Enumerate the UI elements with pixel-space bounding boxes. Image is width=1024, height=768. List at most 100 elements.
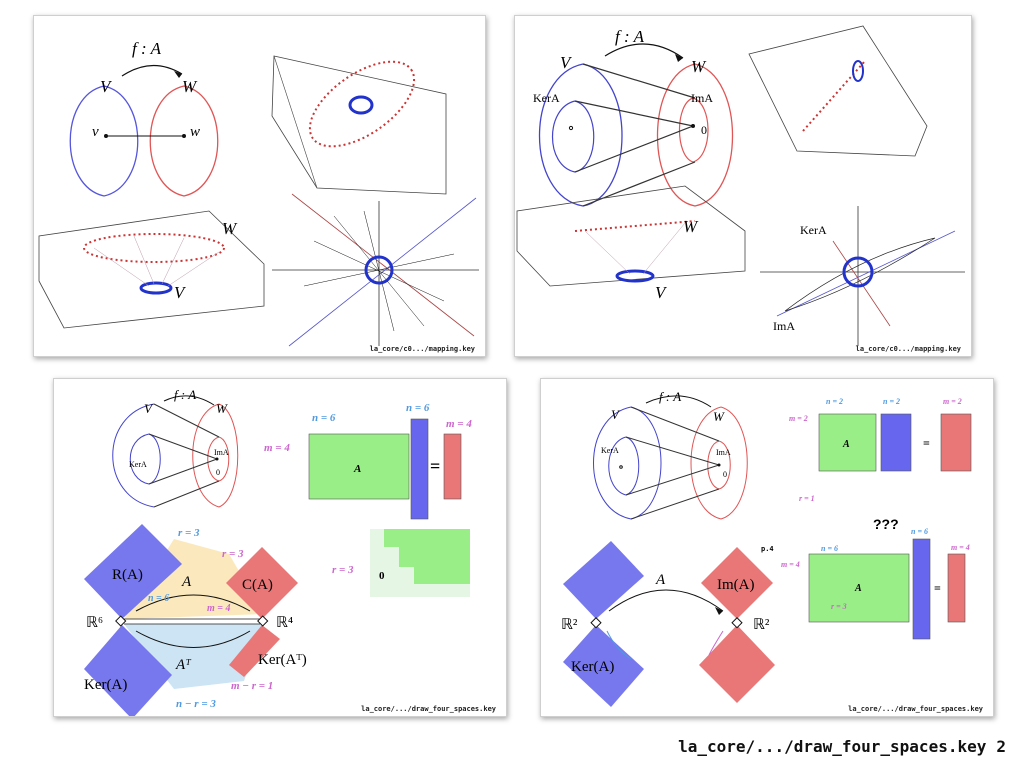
matrix-A-small-label: A xyxy=(842,439,850,450)
domain-ellipse xyxy=(538,63,623,207)
label-V-3d: V xyxy=(655,283,668,302)
matrix-A xyxy=(308,433,410,500)
null-space: Ker(A) xyxy=(84,677,127,693)
map-label: f : A xyxy=(615,27,645,46)
n-minus-r: n − r = 3 xyxy=(176,698,216,710)
zero-point xyxy=(691,124,695,128)
ker-box xyxy=(563,625,644,707)
slide-mapping-2[interactable]: f : A V W KerA ImA 0 W V KerA ImA xyxy=(514,15,972,357)
label-ker: KerA xyxy=(533,91,560,105)
plot-3d-top xyxy=(271,55,447,195)
label-ker-2d: KerA xyxy=(800,223,827,237)
domain-ellipse-right xyxy=(103,85,139,197)
r-echelon: r = 3 xyxy=(332,564,354,576)
label-w: w xyxy=(190,124,200,140)
m-inner: m = 4 xyxy=(207,603,230,614)
r-big: r = 3 xyxy=(831,602,847,611)
label-V: V xyxy=(144,401,154,416)
label-zero: 0 xyxy=(216,468,220,477)
label-W-3d: W xyxy=(222,219,238,238)
ker-space: Ker(A) xyxy=(571,659,614,675)
left-null-space: Ker(Aᵀ) xyxy=(258,652,307,668)
slide-four-spaces-2-diagram: f : A V W KerA ImA 0 A = n = 2 n = 2 m =… xyxy=(561,389,972,707)
kernel-ellipse xyxy=(552,100,595,173)
image-ellipse xyxy=(678,97,709,163)
n-inner: n = 6 xyxy=(148,593,169,604)
plot-3d-bottom xyxy=(516,185,746,287)
label-zero: 0 xyxy=(701,123,707,137)
n-big: n = 6 xyxy=(821,544,838,553)
R2-left: ℝ² xyxy=(561,617,578,633)
m-big-right: m = 4 xyxy=(951,543,970,552)
footer: la_core/.../draw_four_spaces.key 2 xyxy=(668,737,1006,756)
label-W: W xyxy=(182,77,198,96)
label-im-2d: ImA xyxy=(773,319,795,333)
point-v xyxy=(104,134,108,138)
echelon-form xyxy=(370,529,470,597)
blue-region xyxy=(124,624,264,689)
R2-left-upper-box xyxy=(563,541,644,619)
map-label: f : A xyxy=(132,39,162,58)
footer-page-number: 2 xyxy=(996,737,1006,756)
left-null-box xyxy=(229,625,280,677)
codomain-ellipse xyxy=(657,63,733,207)
vector-x xyxy=(410,418,429,520)
label-V-3d: V xyxy=(174,283,187,302)
R2-right: ℝ² xyxy=(753,617,770,633)
r-small: r = 1 xyxy=(799,494,815,503)
footer-path: la_core/.../draw_four_spaces.key xyxy=(678,737,987,756)
arrow-A-label: A xyxy=(655,572,666,588)
n-mid: n = 6 xyxy=(911,527,928,536)
label-V: V xyxy=(100,77,113,96)
vector-x-big xyxy=(912,538,931,640)
label-ker: KerA xyxy=(601,446,619,455)
label-W-3d: W xyxy=(683,217,699,236)
plot-2d xyxy=(760,206,965,346)
question: ??? xyxy=(873,516,899,532)
null-space-box xyxy=(84,625,172,716)
slide-four-spaces-1[interactable]: f : A V W KerA ImA 0 A = n = 6 n = 6 m =… xyxy=(53,378,507,717)
label-im: ImA xyxy=(716,448,731,457)
label-W: W xyxy=(691,57,707,76)
m-left: m = 2 xyxy=(789,414,808,423)
arrow-AT-label: Aᵀ xyxy=(175,657,192,673)
map-label: f : A xyxy=(659,389,681,404)
map-label: f : A xyxy=(174,387,196,402)
domain-ellipse xyxy=(69,85,105,197)
slide-caption: la_core/.../draw_four_spaces.key xyxy=(361,705,496,713)
label-zero: 0 xyxy=(723,470,727,479)
plot-3d-top xyxy=(748,25,928,157)
page-ref: p.4 xyxy=(761,545,774,553)
arrow-A-label: A xyxy=(181,574,192,590)
label-im: ImA xyxy=(214,448,229,457)
codomain-ellipse xyxy=(149,85,219,197)
slide-four-spaces-2[interactable]: f : A V W KerA ImA 0 A = n = 2 n = 2 m =… xyxy=(540,378,994,717)
map-arrow xyxy=(604,43,684,59)
m-big-left: m = 4 xyxy=(781,560,800,569)
label-v: v xyxy=(92,124,99,140)
equals-small: = xyxy=(923,436,930,450)
r-right: r = 3 xyxy=(222,548,244,560)
map-arrowhead xyxy=(174,71,182,78)
slide-caption: la_core/.../draw_four_spaces.key xyxy=(848,705,983,713)
point-w xyxy=(182,134,186,138)
m-top: m = 2 xyxy=(943,397,962,406)
slide-caption: la_core/c0.../mapping.key xyxy=(855,345,961,353)
n-top: n = 6 xyxy=(312,412,336,424)
m-left: m = 4 xyxy=(264,442,290,454)
slide-mapping-2-diagram: f : A V W KerA ImA 0 W V KerA ImA xyxy=(516,25,965,346)
map-arrow xyxy=(121,64,183,77)
n2: n = 2 xyxy=(883,397,900,406)
col-space-box xyxy=(226,547,298,619)
zero-echelon: 0 xyxy=(379,570,385,582)
vector-b xyxy=(443,433,462,500)
yellow-region xyxy=(124,539,264,619)
slide-mapping-1[interactable]: f : A V W v w W V xyxy=(33,15,486,357)
Rn: ℝ⁶ xyxy=(86,615,103,631)
im-box xyxy=(701,547,773,619)
equals-big: = xyxy=(934,581,941,595)
label-W: W xyxy=(713,409,725,424)
m-minus-r: m − r = 1 xyxy=(231,680,273,692)
n-right: n = 6 xyxy=(406,402,430,414)
row-space: R(A) xyxy=(112,567,143,583)
